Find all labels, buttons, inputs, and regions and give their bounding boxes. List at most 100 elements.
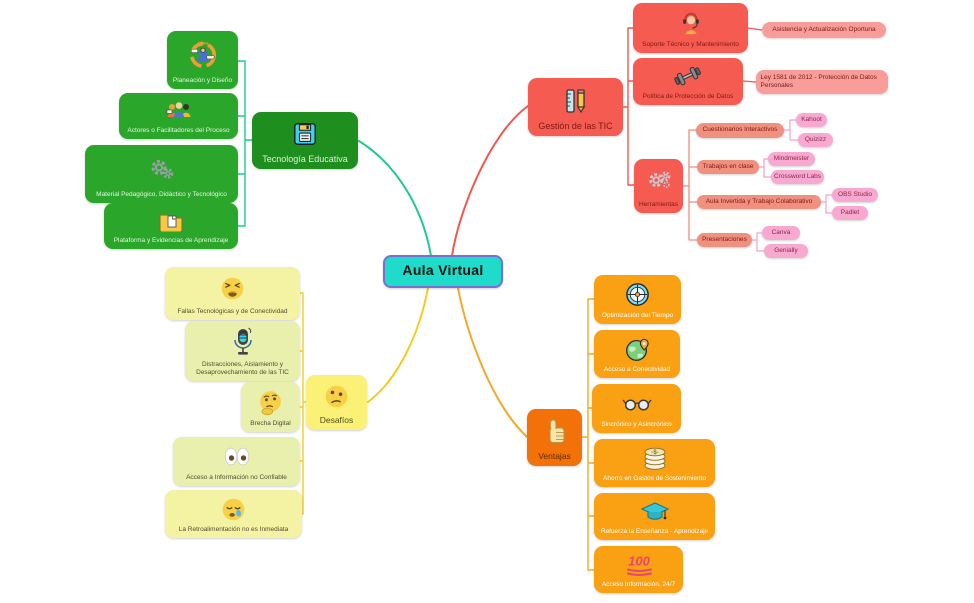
svg-text:100: 100: [628, 554, 650, 569]
node-label: Herramientas: [638, 200, 678, 208]
confused-face-icon: [323, 378, 350, 415]
node-label: Brecha Digital: [250, 419, 291, 427]
node-label: Presentaciones: [702, 235, 747, 243]
node-distracciones-aislamiento[interactable]: Distracciones, Aislamiento y Desaprovech…: [185, 321, 300, 381]
node-label: Cuestionarios Interactivos: [702, 126, 778, 134]
thumbs-up-icon: [541, 412, 569, 451]
node-label: Actores o Facilitadores del Proceso: [127, 126, 230, 134]
thinking-face-icon: [257, 385, 284, 420]
node-cuestionarios-interactivos[interactable]: Cuestionarios Interactivos: [696, 123, 784, 138]
node-label: Trabajos en clase: [702, 162, 754, 170]
gears-icon: [147, 148, 177, 191]
node-aula-virtual[interactable]: Aula Virtual: [383, 255, 503, 288]
node-plataforma-evidencias[interactable]: Plataforma y Evidencias de Aprendizaje: [104, 203, 238, 249]
node-asistencia-actualizacion[interactable]: Asistencia y Actualización Oportuna: [762, 22, 886, 38]
node-brecha-digital[interactable]: Brecha Digital: [241, 382, 300, 432]
node-label: Fallas Tecnológicas y de Conectividad: [177, 307, 288, 315]
node-fallas-tecnologicas[interactable]: Fallas Tecnológicas y de Conectividad: [165, 267, 300, 320]
node-politica-proteccion-datos[interactable]: Política de Protección de Datos: [633, 58, 743, 105]
node-canva[interactable]: Canva: [762, 226, 800, 240]
node-acceso-conectividad[interactable]: Acceso a Conectividad: [594, 330, 680, 378]
node-mindmeister[interactable]: Mindmeister: [768, 152, 815, 166]
node-acceso-informacion-247[interactable]: 100 Acceso Información, 24/7: [594, 546, 683, 593]
connector-aula-invertida-children: [820, 194, 833, 214]
connector-center-desafios: [367, 287, 429, 403]
node-acceso-informacion-no-confiable[interactable]: Acceso a Información no Confiable: [173, 437, 300, 486]
node-label: Acceso a Conectividad: [603, 365, 671, 373]
node-soporte-tecnico[interactable]: Soporte Técnico y Mantenimiento: [633, 3, 748, 53]
node-label: Padlet: [840, 208, 860, 216]
node-label: Asistencia y Actualización Oportuna: [772, 25, 876, 33]
node-refuerza-ensenanza[interactable]: Refuerza la Enseñanza - Aprendizaje: [594, 493, 715, 540]
node-label: Kahoot: [801, 115, 822, 123]
connector-ventajas-children: [581, 298, 595, 571]
node-label: Distracciones, Aislamiento y Desaprovech…: [196, 360, 289, 376]
node-genially[interactable]: Genially: [764, 244, 808, 258]
coins-icon: -$-: [641, 442, 669, 475]
people-group-icon: [164, 96, 194, 127]
node-label: Tecnología Educativa: [262, 153, 348, 164]
eyes-icon: [222, 440, 252, 474]
node-tecnologia-educativa[interactable]: Tecnología Educativa: [252, 112, 358, 169]
node-kahoot[interactable]: Kahoot: [796, 113, 827, 127]
node-label: Ley 1581 de 2012 - Protección de Datos P…: [760, 73, 877, 89]
svg-text:Idea: Idea: [198, 41, 208, 47]
node-label: Mindmeister: [773, 154, 810, 162]
node-label: Optimización del Tiempo: [601, 311, 674, 319]
weary-face-icon: [219, 270, 246, 308]
floppy-disk-icon: [292, 115, 318, 154]
node-ahorro-gastos[interactable]: -$- Ahorro en Gastos de Sostenimiento: [594, 439, 715, 487]
node-padlet[interactable]: Padlet: [832, 206, 868, 220]
node-gestion-tic[interactable]: Gestión de las TIC: [528, 78, 623, 136]
connector-politica-ley: [742, 80, 757, 83]
compass-icon: [624, 278, 651, 312]
node-label: OBS Studio: [838, 190, 872, 198]
node-label: Refuerza la Enseñanza - Aprendizaje: [600, 527, 709, 535]
connector-tecnologia-children: [237, 60, 253, 227]
gears-icon: [645, 162, 673, 201]
node-aula-invertida[interactable]: Aula Invertida y Trabajo Colaborativo: [697, 195, 821, 209]
node-retroalimentacion-no-inmediata[interactable]: La Retroalimentación no es Inmediata: [165, 490, 302, 538]
node-ley-1581[interactable]: Ley 1581 de 2012 - Protección de Datos P…: [756, 70, 888, 94]
node-label: Material Pedagógico, Didáctico y Tecnoló…: [96, 190, 227, 198]
node-desafios[interactable]: Desafíos: [306, 375, 367, 430]
connector-soporte-asistencia: [747, 27, 763, 31]
node-label: Quizizz: [804, 135, 827, 143]
connector-herramientas-children: [682, 129, 698, 241]
glasses-icon: [621, 387, 652, 421]
connector-gestion-children: [622, 27, 635, 186]
node-obs-studio[interactable]: OBS Studio: [832, 188, 878, 202]
node-material-pedagogico[interactable]: Material Pedagógico, Didáctico y Tecnoló…: [85, 145, 238, 203]
node-label: La Retroalimentación no es Inmediata: [178, 525, 289, 533]
node-label: Aula Invertida y Trabajo Colaborativo: [705, 197, 813, 205]
node-label: Sincrónico y Asincrónico: [601, 420, 672, 428]
hundred-points-icon: 100: [622, 549, 656, 581]
node-presentaciones[interactable]: Presentaciones: [697, 233, 752, 247]
node-label: Acceso Información, 24/7: [601, 580, 676, 588]
microphone-icon: [230, 324, 256, 361]
node-crossword-labs[interactable]: Crossword Labs: [771, 170, 824, 184]
node-label: Genially: [774, 246, 798, 254]
node-planeacion-diseno[interactable]: Idea Planeación y Diseño: [167, 31, 238, 89]
node-sincronico-asincronico[interactable]: Sincrónico y Asincrónico: [592, 384, 681, 433]
node-herramientas[interactable]: Herramientas: [634, 159, 683, 213]
node-label: Planeación y Diseño: [172, 76, 233, 84]
node-label: Acceso a Información no Confiable: [186, 473, 287, 481]
node-label: Crossword Labs: [774, 172, 821, 180]
connector-center-ventajas: [457, 287, 528, 438]
node-trabajos-en-clase[interactable]: Trabajos en clase: [697, 160, 759, 174]
dumbbell-icon: [674, 61, 702, 93]
globe-pin-icon: [624, 333, 651, 366]
node-quizizz[interactable]: Quizizz: [798, 133, 833, 147]
svg-text:-$-: -$-: [651, 451, 658, 457]
node-label: Ahorro en Gastos de Sostenimiento: [603, 474, 706, 482]
node-optimizacion-tiempo[interactable]: Optimización del Tiempo: [594, 275, 681, 324]
node-actores-facilitadores[interactable]: Actores o Facilitadores del Proceso: [119, 93, 238, 139]
node-label: Aula Virtual: [402, 262, 484, 279]
connector-center-tecnologia: [358, 140, 432, 257]
ruler-pencil-icon: [563, 81, 589, 121]
idea-team-icon: Idea: [187, 34, 219, 77]
node-ventajas[interactable]: Ventajas: [527, 409, 582, 466]
node-label: Canva: [771, 228, 791, 236]
